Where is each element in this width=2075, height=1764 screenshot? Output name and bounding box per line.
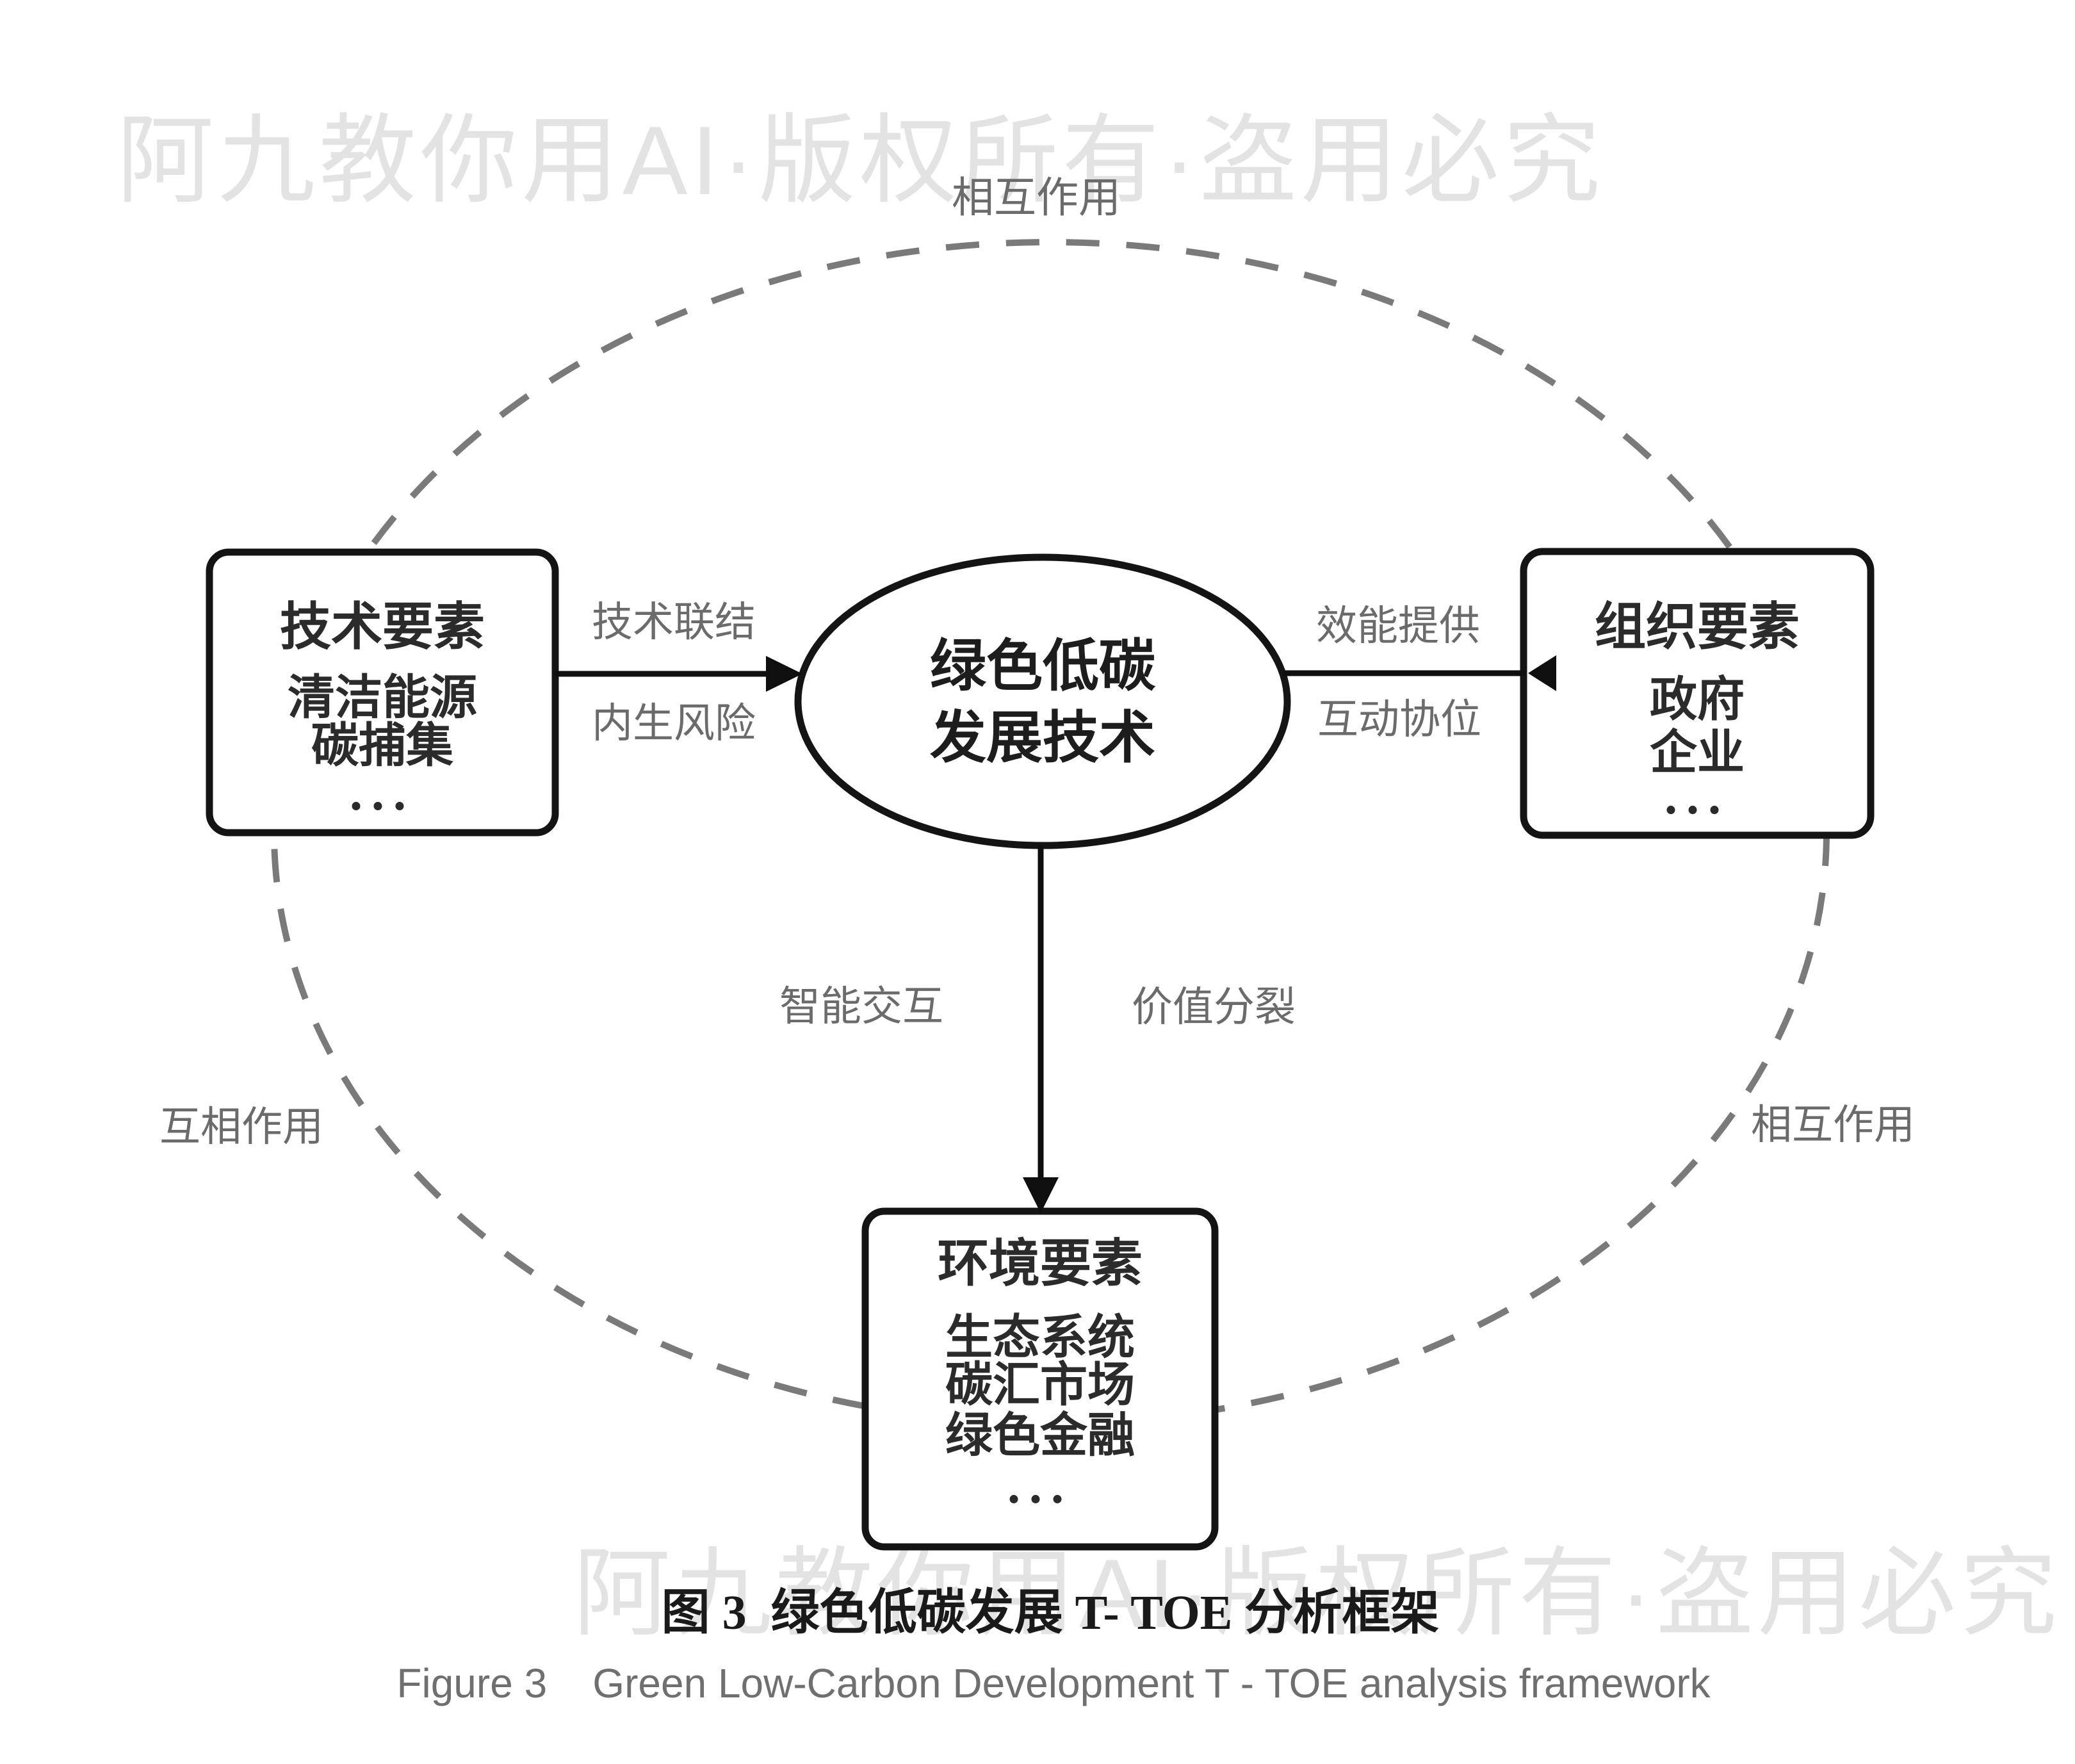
environment-box-item: 绿色金融 xyxy=(945,1410,1135,1462)
organization-box-item: 政府 xyxy=(1650,674,1745,726)
organization-box-title: 组织要素 xyxy=(1595,600,1800,656)
environment-box-item: 生态系统 xyxy=(945,1312,1135,1364)
interaction-label-right: 相互作用 xyxy=(1751,1102,1915,1148)
arrowhead-down-icon xyxy=(1023,1177,1059,1213)
arrow-core-to-org xyxy=(1283,655,1556,691)
watermark-bottom: 阿九教你用AI·版权所有·盗用必究 xyxy=(573,1539,2061,1648)
core-title-line2: 发展技术 xyxy=(929,708,1156,770)
arrow-label-coordination: 互动协位 xyxy=(1317,697,1481,742)
environment-box-ellipsis: ... xyxy=(1007,1458,1073,1514)
environment-box-item: 碳汇市场 xyxy=(945,1359,1135,1412)
technology-box-item: 碳捕集 xyxy=(311,720,453,772)
technology-box-shape xyxy=(206,548,559,837)
arrow-label-endogenous-risk: 内生风险 xyxy=(592,701,756,746)
technology-box-ellipsis: ... xyxy=(350,765,415,821)
arrow-core-to-env xyxy=(1023,845,1059,1213)
watermark-top: 阿九教你用AI·版权所有·盗用必究 xyxy=(117,106,1604,215)
organization-box-shape xyxy=(1520,548,1875,839)
core-title-line1: 绿色低碳 xyxy=(929,636,1156,698)
figure-caption-en: Figure 3 Green Low-Carbon Development T … xyxy=(396,1660,1711,1706)
arrowhead-left-icon xyxy=(1528,655,1556,691)
technology-box-item: 清洁能源 xyxy=(288,672,477,724)
arrowhead-right-icon xyxy=(766,656,802,692)
figure-caption-zh: 图 3 绿色低碳发展 T- TOE 分析框架 xyxy=(661,1586,1440,1640)
arrow-label-efficiency: 效能提供 xyxy=(1316,603,1480,649)
arrow-label-smart-interaction: 智能交互 xyxy=(779,984,943,1029)
environment-box-title: 环境要素 xyxy=(938,1236,1143,1293)
interaction-label-top: 相互作用 xyxy=(952,175,1121,222)
technology-box-title: 技术要素 xyxy=(280,600,485,656)
core-ellipse-shape xyxy=(794,553,1291,849)
arrow-label-value-split: 价值分裂 xyxy=(1132,984,1296,1030)
arrow-label-tech-link: 技术联结 xyxy=(592,600,756,645)
arrow-tech-to-core xyxy=(555,656,802,692)
interaction-label-left: 互相作用 xyxy=(159,1104,323,1150)
organization-box-item: 企业 xyxy=(1650,727,1745,780)
organization-box-ellipsis: ... xyxy=(1664,769,1730,825)
